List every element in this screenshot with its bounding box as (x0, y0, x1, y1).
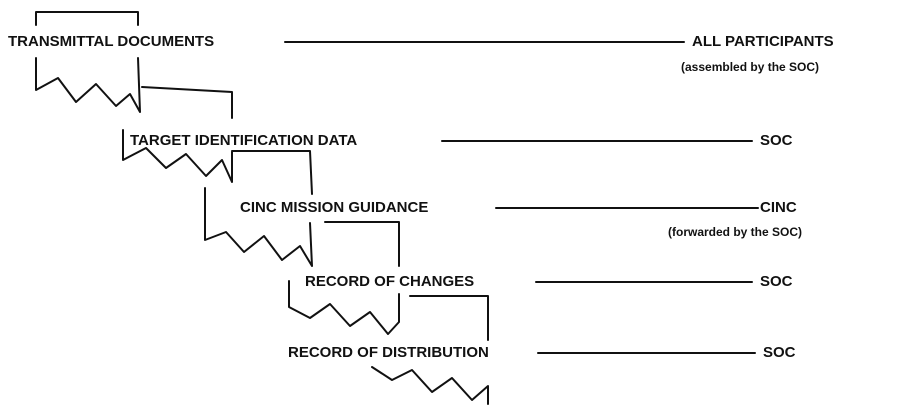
recipient-soc-record-of-distribution: SOC (763, 344, 796, 361)
leader-lines (284, 41, 759, 354)
doc-title-transmittal-documents: TRANSMITTAL DOCUMENTS (8, 33, 215, 50)
doc-title-cinc-mission-guidance: CINC MISSION GUIDANCE (240, 199, 429, 216)
page-5-outline (371, 295, 489, 405)
recipient-note-assembled: (assembled by the SOC) (681, 60, 820, 74)
page-1-outline (35, 11, 141, 113)
recipient-all-participants: ALL PARTICIPANTS (692, 33, 834, 50)
doc-title-record-of-distribution: RECORD OF DISTRIBUTION (288, 344, 489, 361)
recipient-cinc: CINC (760, 199, 797, 216)
doc-title-target-identification-data: TARGET IDENTIFICATION DATA (130, 132, 358, 149)
page-4-outline (288, 221, 400, 335)
doc-title-record-of-changes: RECORD OF CHANGES (305, 273, 475, 290)
recipient-soc-record-of-changes: SOC (760, 273, 793, 290)
page-2-outline (122, 86, 233, 183)
page-3-outline (204, 150, 313, 267)
recipient-soc-target-data: SOC (760, 132, 793, 149)
recipient-note-forwarded: (forwarded by the SOC) (668, 225, 803, 239)
